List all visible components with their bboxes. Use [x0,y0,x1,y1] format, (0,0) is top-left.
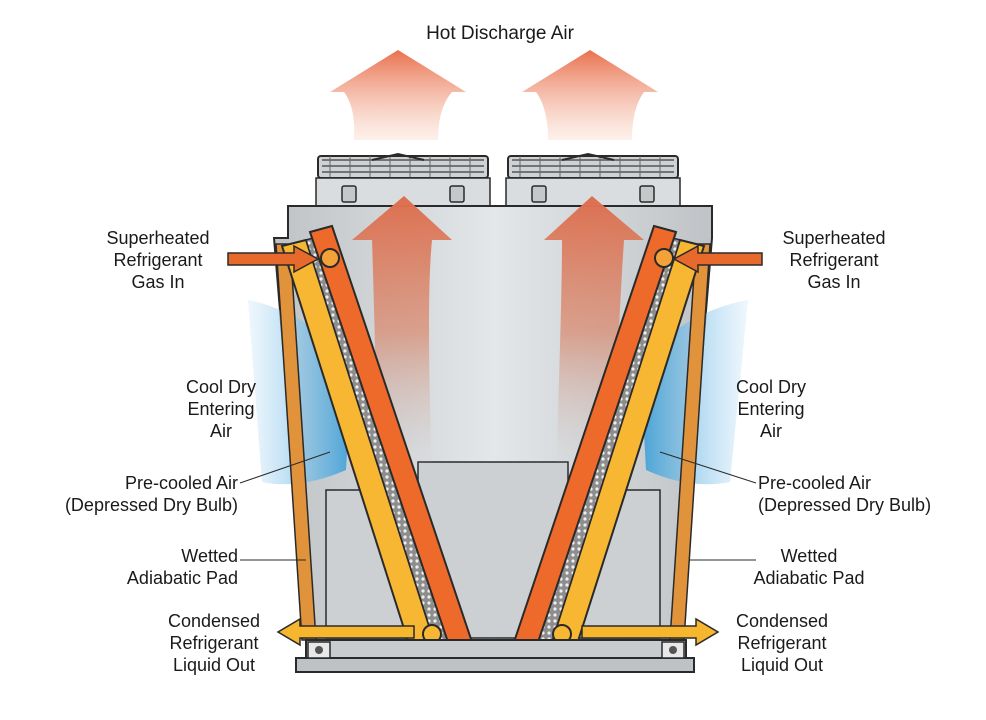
label-precooled-left: Pre-cooled Air (Depressed Dry Bulb) [10,472,238,516]
label-line: Air [210,421,232,441]
label-line: Air [760,421,782,441]
label-gas-in-left: Superheated Refrigerant Gas In [88,227,228,293]
label-line: Gas In [131,272,185,292]
label-line: Refrigerant [789,250,879,270]
label-line: Pre-cooled Air [758,473,872,493]
label-line: Superheated [782,228,886,248]
label-line: Refrigerant [169,633,259,653]
label-line: Adiabatic Pad [126,568,238,588]
label-precooled-right: Pre-cooled Air (Depressed Dry Bulb) [758,472,978,516]
coil-left [280,224,476,662]
label-line: Condensed [167,611,261,631]
inner-hot-air-right [544,196,644,470]
label-cool-air-left: Cool Dry Entering Air [162,376,280,442]
label-line: Superheated [106,228,210,248]
label-line: (Depressed Dry Bulb) [64,495,238,515]
base-plinth [295,657,695,673]
label-line: Cool Dry [185,377,256,397]
label-line: Wetted [181,546,238,566]
liquid-out-arrow-left [276,617,415,647]
gas-in-arrow-left [227,244,320,274]
label-liquid-out-right: Condensed Refrigerant Liquid Out [718,610,846,676]
hot-discharge-arrow-left [330,50,466,140]
label-line: Gas In [807,272,861,292]
label-line: Condensed [735,611,829,631]
diagram-title: Hot Discharge Air [426,23,574,44]
label-pad-left: Wetted Adiabatic Pad [60,545,238,589]
label-pad-right: Wetted Adiabatic Pad [734,545,884,589]
gas-in-arrow-right [672,244,763,274]
label-line: Liquid Out [172,655,256,675]
label-line: Entering [737,399,805,419]
leader-lines [239,451,757,561]
label-gas-in-right: Superheated Refrigerant Gas In [764,227,904,293]
label-cool-air-right: Cool Dry Entering Air [712,376,830,442]
label-line: Pre-cooled Air [124,473,238,493]
label-line: Wetted [780,546,838,566]
liquid-out-arrow-right [581,617,720,647]
label-line: Entering [187,399,255,419]
label-line: Refrigerant [113,250,203,270]
label-line: Adiabatic Pad [753,568,865,588]
label-liquid-out-left: Condensed Refrigerant Liquid Out [150,610,278,676]
base-frame [305,639,687,659]
hot-discharge-arrow-right [522,50,658,140]
label-line: Refrigerant [737,633,827,653]
label-line: Liquid Out [740,655,824,675]
label-line: (Depressed Dry Bulb) [758,495,932,515]
label-line: Cool Dry [735,377,806,397]
